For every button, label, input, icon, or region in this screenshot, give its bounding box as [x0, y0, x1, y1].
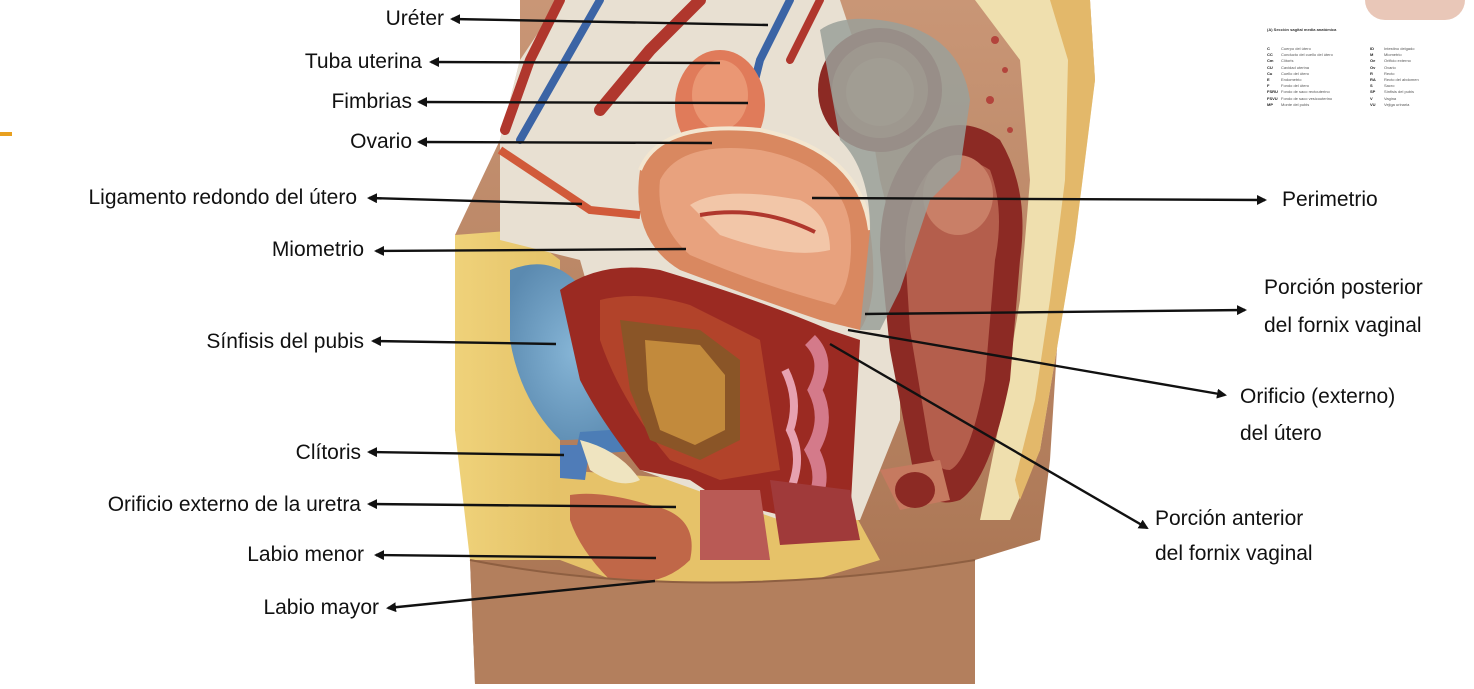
arrow-ureter	[452, 19, 768, 25]
arrow-perimetrio	[812, 198, 1265, 200]
arrow-tuba	[431, 62, 720, 63]
arrow-anterior	[830, 344, 1147, 528]
label-ovario: Ovario	[350, 130, 412, 154]
label-labio-mayor: Labio mayor	[263, 596, 379, 620]
label-fimbrias: Fimbrias	[331, 90, 412, 114]
label-labio-menor: Labio menor	[247, 543, 364, 567]
accent-mark	[0, 132, 12, 136]
arrow-posterior	[865, 310, 1245, 314]
arrow-uretra	[369, 504, 676, 507]
label-perimetrio: Perimetrio	[1282, 188, 1378, 212]
arrow-labio-menor	[376, 555, 656, 558]
arrow-clitoris	[369, 452, 564, 455]
label-clitoris: Clítoris	[296, 441, 361, 465]
label-orificio-uretra: Orificio externo de la uretra	[108, 493, 361, 517]
label-orificio-line2: del útero	[1240, 422, 1322, 446]
label-anterior-line2: del fornix vaginal	[1155, 542, 1313, 566]
arrow-labio-mayor	[388, 581, 655, 608]
label-orificio-line1: Orificio (externo)	[1240, 385, 1395, 409]
inset-title: (A) Sección sagital media anatómica	[1267, 27, 1336, 32]
label-anterior-line1: Porción anterior	[1155, 507, 1303, 531]
label-ligamento-redondo: Ligamento redondo del útero	[88, 186, 357, 210]
label-ureter: Uréter	[386, 7, 444, 31]
label-posterior-line2: del fornix vaginal	[1264, 314, 1422, 338]
arrow-orificio	[848, 330, 1225, 395]
arrow-fimbrias	[419, 102, 748, 103]
arrow-ovario	[419, 142, 712, 143]
arrow-miometrio	[376, 249, 686, 251]
inset-thumbnail	[1365, 0, 1465, 20]
label-miometrio: Miometrio	[272, 238, 364, 262]
label-tuba-uterina: Tuba uterina	[305, 50, 422, 74]
label-posterior-line1: Porción posterior	[1264, 276, 1423, 300]
arrow-sinfisis	[373, 341, 556, 344]
label-sinfisis-pubis: Sínfisis del pubis	[206, 330, 364, 354]
arrow-ligamento	[369, 198, 582, 204]
